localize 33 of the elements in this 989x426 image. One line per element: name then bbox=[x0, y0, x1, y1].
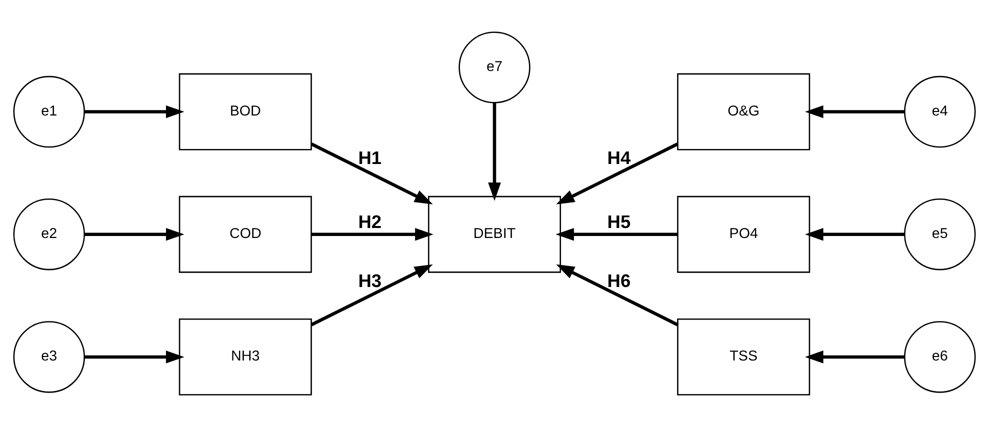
node-circle: e7 bbox=[458, 31, 530, 103]
arrow bbox=[84, 227, 184, 240]
arrow bbox=[556, 142, 678, 204]
arrow bbox=[84, 104, 184, 118]
node-circle: e6 bbox=[904, 320, 976, 392]
edge-label: H1 bbox=[358, 146, 382, 168]
node-box: DEBIT bbox=[428, 195, 562, 272]
arrow bbox=[310, 142, 433, 204]
arrow bbox=[311, 227, 434, 240]
node-box: BOD bbox=[178, 72, 312, 150]
arrow bbox=[84, 350, 184, 363]
edge-label: H5 bbox=[607, 210, 631, 232]
node-circle: e5 bbox=[904, 198, 976, 270]
node-box: NH3 bbox=[178, 318, 312, 395]
node-circle: e3 bbox=[13, 320, 85, 392]
arrow bbox=[556, 227, 678, 240]
node-box: TSS bbox=[677, 318, 810, 395]
arrow bbox=[805, 227, 904, 240]
edge-label: H6 bbox=[607, 269, 631, 290]
node-circle: e1 bbox=[13, 75, 85, 148]
edge-label: H2 bbox=[358, 210, 382, 232]
arrow bbox=[488, 102, 501, 200]
edge-label: H3 bbox=[358, 269, 382, 290]
node-box: O&G bbox=[677, 72, 810, 150]
arrow bbox=[805, 104, 904, 118]
node-box: COD bbox=[178, 195, 312, 272]
node-circle: e4 bbox=[904, 75, 976, 148]
arrow bbox=[310, 264, 433, 326]
arrow bbox=[805, 350, 904, 363]
node-box: PO4 bbox=[677, 195, 810, 272]
node-circle: e2 bbox=[13, 198, 85, 270]
arrow bbox=[556, 264, 678, 326]
edge-label: H4 bbox=[607, 146, 631, 168]
